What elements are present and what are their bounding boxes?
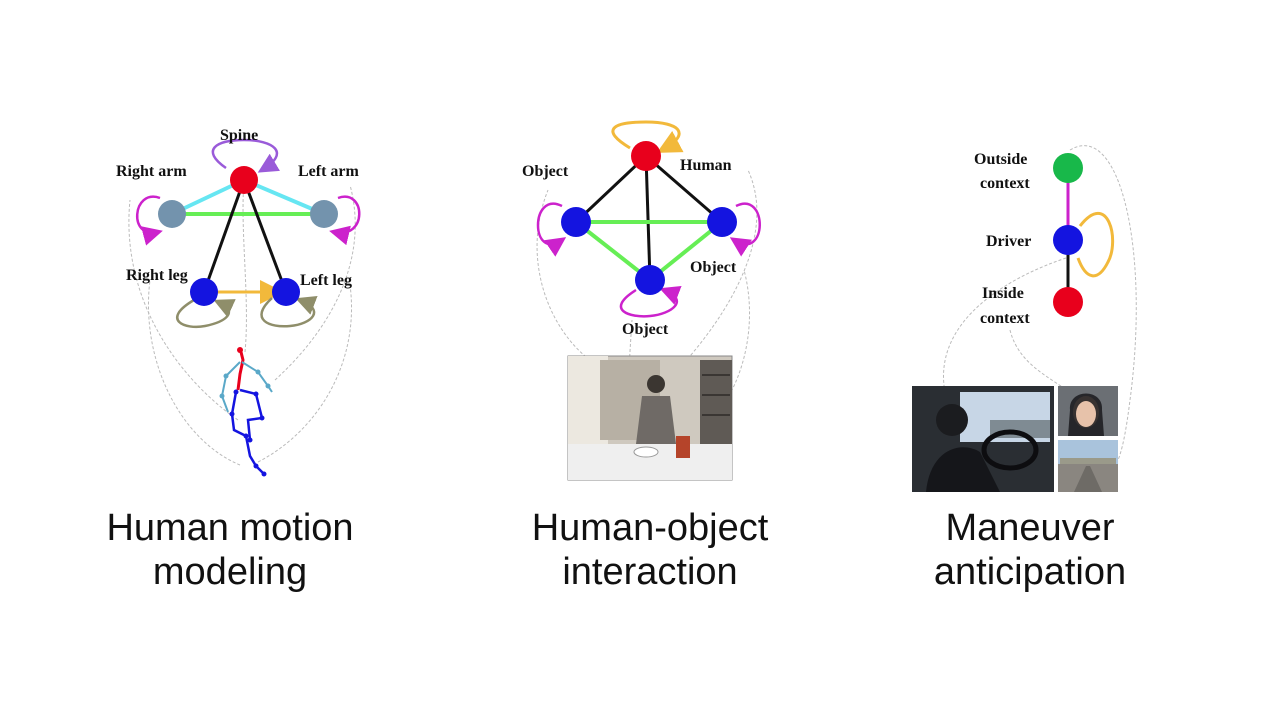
caption-maneuver-anticipation: Maneuver anticipation — [880, 506, 1180, 594]
road-view-photo — [1058, 440, 1118, 492]
loop-objleft — [536, 202, 567, 257]
node-object-bottom — [635, 265, 665, 295]
caption-line: modeling — [152, 551, 308, 593]
caption-line: Human motion — [106, 507, 354, 549]
caption-line: Human-object — [531, 507, 769, 549]
label-spine: Spine — [220, 127, 258, 144]
edge-spine-rightleg — [202, 179, 246, 293]
caption-human-object-interaction: Human-object interaction — [480, 506, 820, 594]
loop-driver — [1076, 211, 1115, 278]
node-right-arm — [158, 200, 186, 228]
motion-panel: Spine Right arm Left arm Right leg Left … — [116, 127, 361, 477]
label-object-left: Object — [522, 163, 569, 180]
kitchen-scene-photo — [567, 355, 733, 481]
loop-rightarm — [135, 195, 163, 246]
motion-connector-lines — [128, 181, 356, 466]
label-inside-line1: Inside — [982, 285, 1024, 302]
node-object-right — [707, 207, 737, 237]
edge-spine-leftarm — [243, 178, 325, 216]
label-human: Human — [680, 157, 732, 174]
node-left-arm — [310, 200, 338, 228]
edge-spine-leftleg — [242, 179, 288, 293]
loop-objbottom — [619, 286, 682, 318]
loop-objright — [729, 202, 761, 257]
caption-human-motion-modeling: Human motion modeling — [60, 506, 400, 594]
label-left-arm: Left arm — [298, 163, 360, 180]
label-object-right: Object — [690, 259, 737, 276]
caption-line: anticipation — [933, 551, 1127, 593]
node-inside-context — [1053, 287, 1083, 317]
skeleton-figure — [219, 347, 273, 477]
hoi-panel: Object Human Object Object — [522, 120, 761, 481]
loop-leftleg — [260, 296, 318, 328]
driver-face-photo — [1058, 386, 1118, 436]
maneuver-panel: Outside context Driver Inside context — [912, 145, 1137, 492]
loop-rightleg — [176, 298, 236, 329]
node-human — [631, 141, 661, 171]
label-right-leg: Right leg — [126, 267, 188, 284]
edge-human-objbottom — [644, 155, 652, 281]
loop-spine — [211, 138, 281, 173]
label-object-bottom: Object — [622, 321, 669, 338]
node-outside-context — [1053, 153, 1083, 183]
loop-leftarm — [329, 195, 361, 246]
node-object-left — [561, 207, 591, 237]
edge-objright-objbottom — [648, 220, 724, 282]
driver-cabin-photo — [912, 386, 1054, 492]
node-spine — [230, 166, 258, 194]
label-outside-line1: Outside — [974, 151, 1027, 168]
edge-human-objright — [645, 154, 723, 224]
caption-line: interaction — [562, 551, 738, 593]
edge-objleft-objbottom — [574, 220, 652, 282]
label-outside-line2: context — [980, 175, 1030, 192]
node-driver — [1053, 225, 1083, 255]
label-left-leg: Left leg — [300, 272, 352, 289]
node-left-leg — [272, 278, 300, 306]
edge-human-objleft — [574, 154, 648, 224]
label-inside-line2: context — [980, 310, 1030, 327]
label-driver: Driver — [986, 233, 1031, 250]
loop-human — [611, 120, 684, 153]
label-right-arm: Right arm — [116, 163, 187, 180]
caption-line: Maneuver — [945, 507, 1115, 549]
node-right-leg — [190, 278, 218, 306]
